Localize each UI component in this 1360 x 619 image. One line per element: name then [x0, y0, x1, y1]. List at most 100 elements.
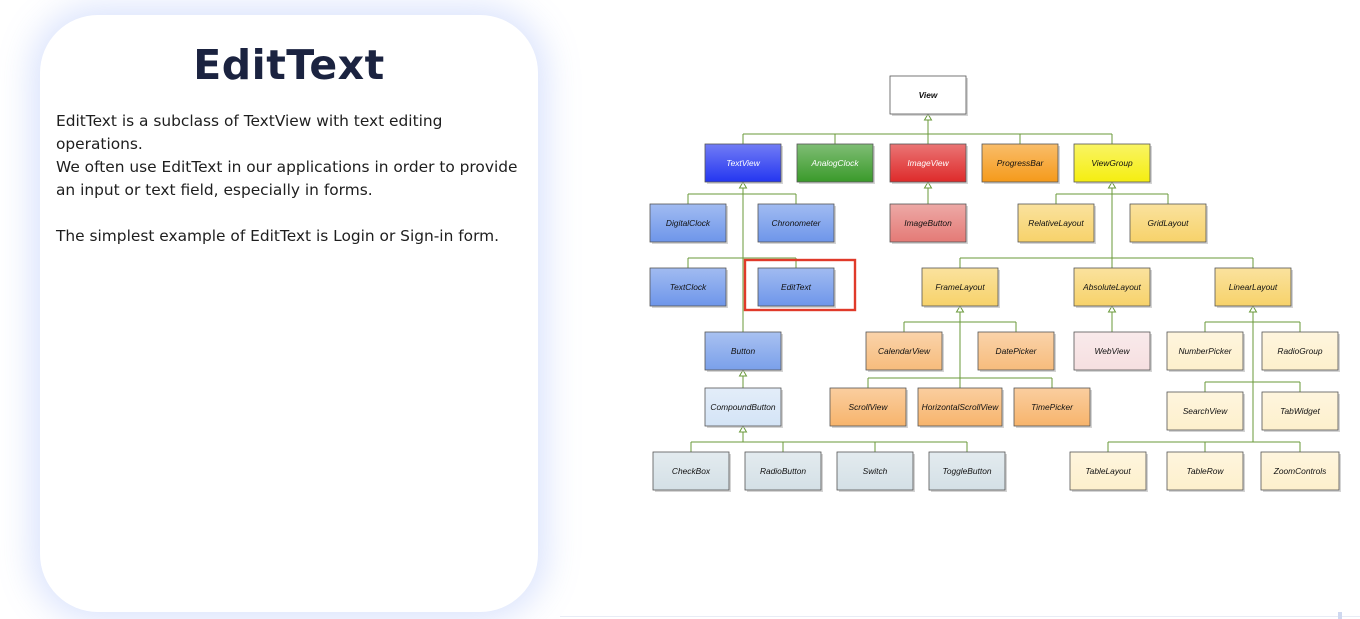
node-box [977, 331, 1055, 371]
description: EditText is a subclass of TextView with … [56, 110, 526, 248]
node-tablerow: TableRow [1166, 451, 1245, 492]
node-box [865, 331, 943, 371]
node-label: HorizontalScrollView [922, 402, 1000, 412]
node-view: View [889, 75, 968, 116]
node-label: NumberPicker [1178, 346, 1232, 356]
node-box [1129, 203, 1207, 243]
node-label: TableLayout [1085, 466, 1131, 476]
node-compoundbutton: CompoundButton [704, 387, 783, 428]
node-label: TabWidget [1280, 406, 1320, 416]
node-label: RadioButton [760, 466, 806, 476]
node-box [704, 143, 782, 183]
node-box [1261, 331, 1339, 371]
node-label: SearchView [1183, 406, 1228, 416]
node-label: CalendarView [878, 346, 931, 356]
node-box [1214, 267, 1292, 307]
node-label: DigitalClock [666, 218, 711, 228]
description-paragraph-2: We often use EditText in our application… [56, 158, 518, 199]
node-label: Switch [863, 466, 888, 476]
node-box [889, 75, 967, 115]
node-viewgroup: ViewGroup [1073, 143, 1152, 184]
node-label: ToggleButton [942, 466, 991, 476]
node-box [744, 451, 822, 491]
node-box [1069, 451, 1147, 491]
node-relativelayout: RelativeLayout [1017, 203, 1096, 244]
node-label: EditText [781, 282, 812, 292]
inheritance-arrow [923, 181, 933, 189]
node-box [889, 143, 967, 183]
node-tablelayout: TableLayout [1069, 451, 1148, 492]
node-label: GridLayout [1148, 218, 1190, 228]
node-label: TextView [726, 158, 760, 168]
node-box [704, 331, 782, 371]
description-paragraph-1: EditText is a subclass of TextView with … [56, 112, 443, 153]
node-box [652, 451, 730, 491]
node-textclock: TextClock [649, 267, 728, 308]
node-box [796, 143, 874, 183]
connector-lines [687, 113, 1301, 452]
node-box [928, 451, 1006, 491]
node-label: RelativeLayout [1028, 218, 1084, 228]
node-box [1073, 143, 1151, 183]
node-box [1261, 391, 1339, 431]
node-label: TimePicker [1031, 402, 1074, 412]
description-paragraph-3: The simplest example of EditText is Logi… [56, 227, 500, 245]
inheritance-arrow [738, 181, 748, 189]
inheritance-arrow [1248, 305, 1258, 313]
node-box [704, 387, 782, 427]
node-label: Button [731, 346, 756, 356]
node-progressbar: ProgressBar [981, 143, 1060, 184]
node-label: LinearLayout [1229, 282, 1278, 292]
node-togglebutton: ToggleButton [928, 451, 1007, 492]
node-timepicker: TimePicker [1013, 387, 1092, 428]
node-box [981, 143, 1059, 183]
node-label: ScrollView [849, 402, 889, 412]
node-label: View [919, 90, 938, 100]
node-label: Chronometer [772, 218, 822, 228]
node-radiobutton: RadioButton [744, 451, 823, 492]
node-label: TableRow [1187, 466, 1225, 476]
footer-divider [560, 616, 1360, 617]
node-box [649, 203, 727, 243]
node-box [649, 267, 727, 307]
node-button: Button [704, 331, 783, 372]
node-imagebutton: ImageButton [889, 203, 968, 244]
node-tabwidget: TabWidget [1261, 391, 1340, 432]
node-edittext: EditText [757, 267, 836, 308]
node-label: ImageButton [904, 218, 952, 228]
node-box [1166, 391, 1244, 431]
node-label: ZoomControls [1273, 466, 1327, 476]
node-calendarview: CalendarView [865, 331, 944, 372]
node-textview: TextView [704, 143, 783, 184]
node-label: RadioGroup [1277, 346, 1323, 356]
node-box [1013, 387, 1091, 427]
node-label: CompoundButton [710, 402, 776, 412]
node-box [1260, 451, 1340, 491]
node-absolutelayout: AbsoluteLayout [1073, 267, 1152, 308]
node-linearlayout: LinearLayout [1214, 267, 1293, 308]
inheritance-arrow [923, 113, 933, 121]
node-label: ProgressBar [997, 158, 1045, 168]
inheritance-arrow [1107, 181, 1117, 189]
node-zoomcontrols: ZoomControls [1260, 451, 1341, 492]
node-gridlayout: GridLayout [1129, 203, 1208, 244]
inheritance-arrow [738, 425, 748, 433]
node-label: AnalogClock [810, 158, 859, 168]
node-box [757, 267, 835, 307]
node-label: ViewGroup [1091, 158, 1133, 168]
node-datepicker: DatePicker [977, 331, 1056, 372]
node-box [921, 267, 999, 307]
node-checkbox: CheckBox [652, 451, 731, 492]
node-webview: WebView [1073, 331, 1152, 372]
node-box [917, 387, 1003, 427]
node-box [836, 451, 914, 491]
node-label: WebView [1094, 346, 1130, 356]
node-analogclock: AnalogClock [796, 143, 875, 184]
node-searchview: SearchView [1166, 391, 1245, 432]
node-label: AbsoluteLayout [1082, 282, 1141, 292]
node-label: DatePicker [996, 346, 1038, 356]
node-radiogroup: RadioGroup [1261, 331, 1340, 372]
node-chronometer: Chronometer [757, 203, 836, 244]
